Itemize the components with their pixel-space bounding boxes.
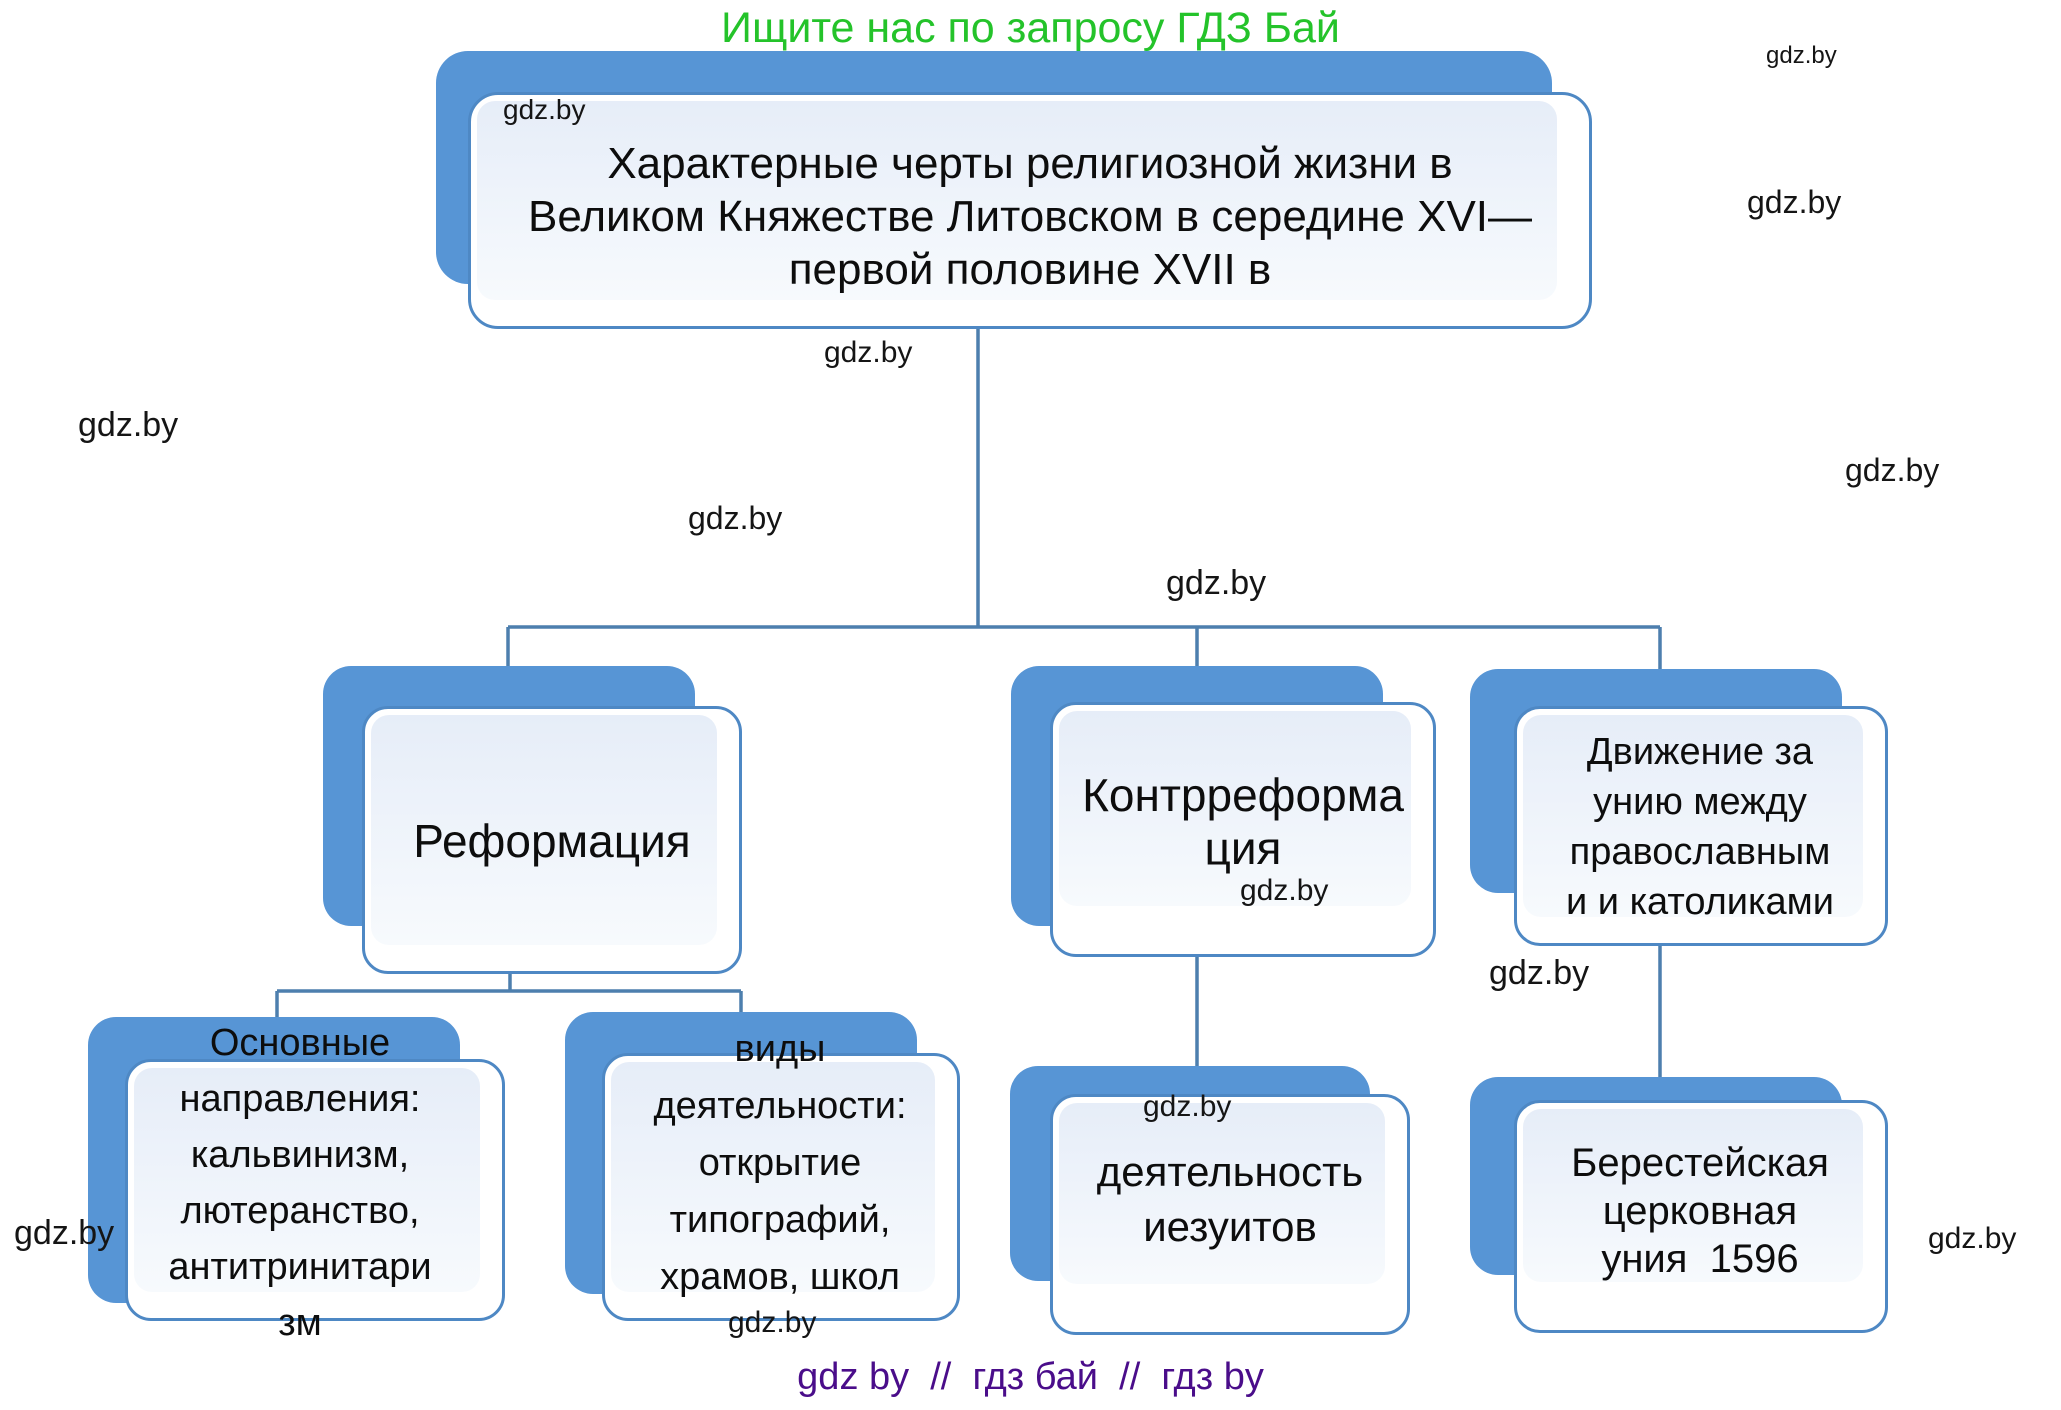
watermark-right-bottom: gdz.by [1928, 1222, 2017, 1255]
branch-line: ция [1204, 822, 1282, 874]
root-node [468, 92, 1592, 329]
leaf-directions [125, 1059, 505, 1321]
watermark-top-right: gdz.by [1766, 42, 1837, 69]
watermark-below-union: gdz.by [1489, 954, 1590, 992]
leaf-line: антитринитари [168, 1246, 432, 1288]
leaf-line: направления: [179, 1078, 421, 1120]
leaf-line: Берестейская [1571, 1141, 1829, 1185]
branch-line: Движение за [1586, 731, 1814, 773]
branch-union-text: Движение за унию между православным и и … [1500, 727, 1900, 927]
leaf-line: лютеранство, [180, 1190, 420, 1232]
promo-banner-text: Ищите нас по запросу ГДЗ Бай [721, 4, 1340, 52]
leaf-union1596 [1514, 1100, 1888, 1333]
branch-union [1514, 706, 1888, 946]
leaf-jesuits-text: деятельность иезуитов [1030, 1144, 1430, 1254]
leaf-directions-panel [134, 1068, 480, 1292]
leaf-jesuits [1050, 1094, 1410, 1335]
leaf-jesuits-panel [1059, 1103, 1385, 1284]
watermark-right-mid: gdz.by [1845, 452, 1940, 488]
watermark-center: gdz.by [1166, 564, 1267, 602]
branch-reformation-text: Реформация [352, 816, 752, 866]
leaf-line: зм [278, 1302, 322, 1344]
root-node-text: Характерные черты религиозной жизни в Ве… [480, 137, 1580, 296]
root-line: Великом Княжестве Литовском в середине X… [527, 192, 1533, 241]
leaf-activities-text: виды деятельности: открытие типографий, … [580, 1021, 980, 1306]
branch-line: Реформация [413, 815, 691, 867]
leaf-line: храмов, школ [660, 1256, 900, 1298]
branch-reformation-panel [371, 715, 717, 945]
watermark-right-upper: gdz.by [1747, 184, 1842, 220]
leaf-line: церковная [1602, 1189, 1798, 1233]
leaf-line: открытие [698, 1142, 862, 1184]
branch-line: и и католиками [1566, 881, 1834, 923]
leaf-line: иезуитов [1143, 1203, 1317, 1250]
leaf-line: Основные [209, 1022, 391, 1064]
leaf-line: деятельность [1096, 1148, 1364, 1195]
leaf-line: уния 1596 [1601, 1237, 1799, 1281]
branch-line: Контрреформа [1082, 769, 1404, 821]
root-node-panel [477, 101, 1557, 300]
watermark-counter-box: gdz.by [1240, 874, 1329, 907]
watermark-below-activities: gdz.by [728, 1306, 817, 1339]
leaf-line: типографий, [669, 1199, 891, 1241]
watermark-jesuits-box: gdz.by [1143, 1090, 1232, 1123]
root-line: первой половине XVII в [788, 245, 1272, 294]
branch-counter-text: Контрреформа ция [1043, 769, 1443, 875]
watermark-left: gdz.by [78, 406, 179, 444]
leaf-line: виды [734, 1028, 826, 1070]
branch-union-panel [1523, 715, 1863, 917]
watermark-mid-left: gdz.by [688, 500, 783, 536]
branch-reformation [362, 706, 742, 974]
branch-line: унию между [1593, 781, 1807, 823]
branch-counter-panel [1059, 711, 1411, 906]
branch-line: православным [1569, 831, 1831, 873]
leaf-line: деятельности: [653, 1085, 907, 1127]
watermark-below-root: gdz.by [824, 336, 913, 369]
branch-counter [1050, 702, 1436, 957]
watermark-bottom-left: gdz.by [14, 1214, 115, 1252]
leaf-union1596-panel [1523, 1109, 1863, 1282]
footer-search-terms: gdz by // гдз бай // гдз by [797, 1356, 1264, 1398]
leaf-line: кальвинизм, [190, 1134, 410, 1176]
leaf-union1596-text: Берестейская церковная уния 1596 [1500, 1139, 1900, 1283]
leaf-directions-text: Основные направления: кальвинизм, лютера… [100, 1015, 500, 1351]
leaf-activities-panel [611, 1062, 935, 1292]
leaf-activities [602, 1053, 960, 1321]
watermark-root-box: gdz.by [503, 94, 586, 125]
root-line: Характерные черты религиозной жизни в [607, 139, 1453, 188]
